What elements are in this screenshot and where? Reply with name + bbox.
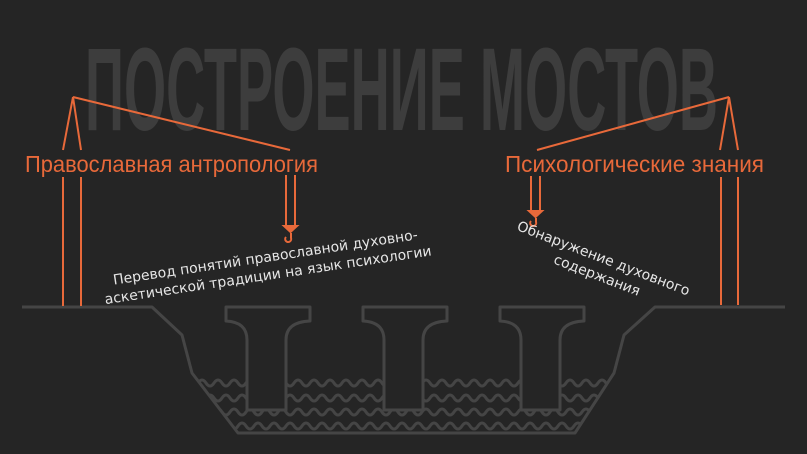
right-crane	[526, 96, 739, 305]
wave-line	[152, 421, 655, 431]
river-channel	[22, 305, 785, 435]
right-crane-label: Психологические знания	[505, 151, 764, 177]
bridge-piers	[224, 305, 586, 412]
left-crane	[62, 96, 300, 306]
hook-icon	[284, 233, 293, 244]
hook-block-icon	[281, 225, 300, 234]
wave-line	[152, 407, 655, 417]
hook-block-icon	[526, 210, 545, 219]
left-caption: Перевод понятий православной духовно- ас…	[104, 227, 433, 308]
hook-icon	[529, 218, 538, 228]
left-crane-label: Православная антропология	[25, 151, 318, 177]
pier-1	[224, 305, 312, 412]
page-title: ПОСТРОЕНИЕ МОСТОВ	[85, 24, 718, 156]
right-caption: Обнаружение духовного содержания	[515, 219, 692, 300]
right-caption-line-1: Обнаружение духовного	[515, 219, 692, 300]
pier-3	[498, 305, 586, 412]
pier-2	[361, 305, 449, 412]
